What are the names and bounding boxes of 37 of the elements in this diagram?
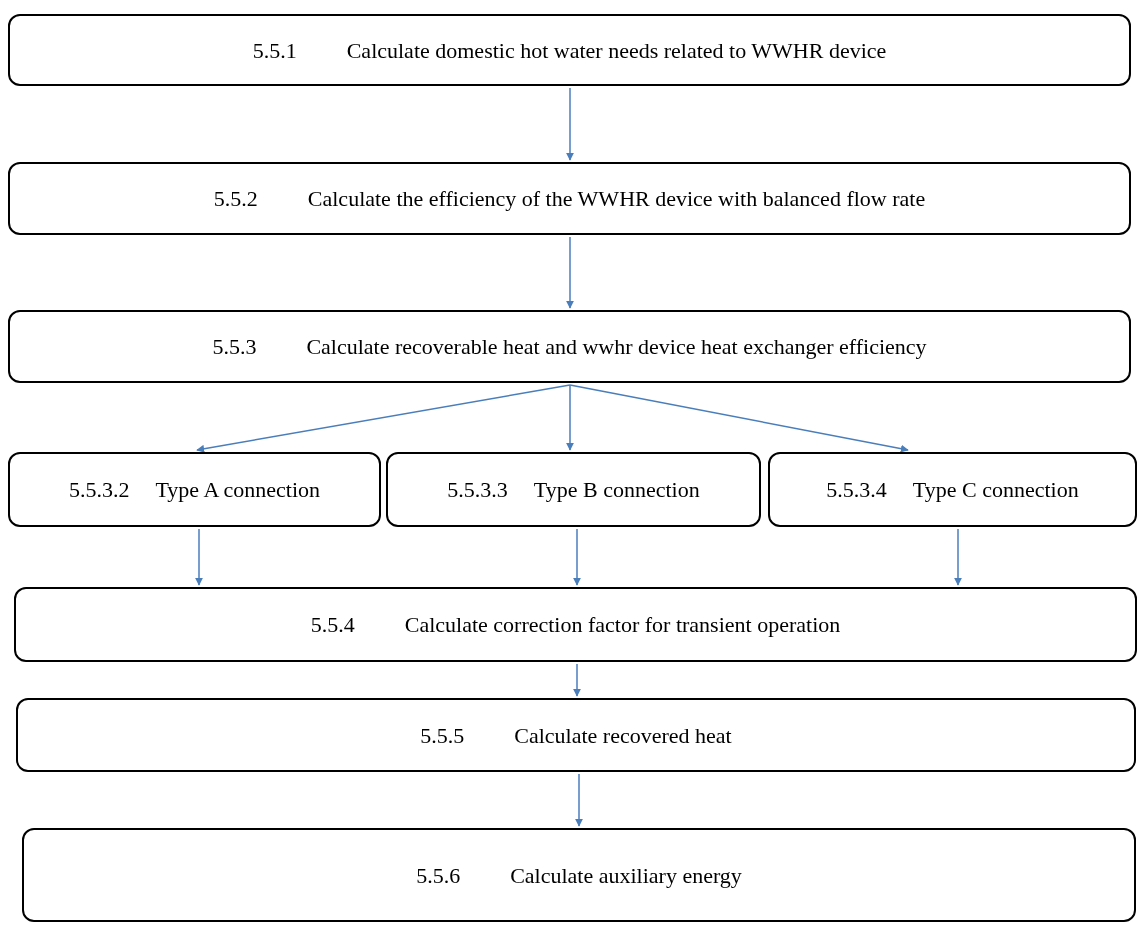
arrow xyxy=(566,87,574,161)
section-number: 5.5.3.4 xyxy=(826,476,887,504)
step-text: Type B connection xyxy=(533,476,700,504)
step-text: Calculate auxiliary energy xyxy=(510,861,742,890)
section-number: 5.5.2 xyxy=(213,185,258,213)
arrow xyxy=(196,384,571,453)
step-text: Calculate correction factor for transient operation xyxy=(404,611,841,639)
section-number: 5.5.3.2 xyxy=(68,476,130,504)
arrow xyxy=(569,384,909,453)
step-text: Calculate recoverable heat and wwhr device heat exchanger efficiency xyxy=(306,333,927,361)
step-text: Calculate the efficiency of the WWHR device with balanced flow rate xyxy=(307,185,926,213)
process-box xyxy=(22,828,1136,922)
arrow xyxy=(954,528,962,586)
section-number: 5.5.1 xyxy=(252,36,297,65)
process-box xyxy=(386,452,761,527)
process-box xyxy=(8,162,1131,235)
section-number: 5.5.6 xyxy=(416,861,461,890)
arrow xyxy=(566,236,574,309)
step-text: Calculate recovered heat xyxy=(514,721,732,750)
process-box xyxy=(8,310,1131,383)
section-number: 5.5.5 xyxy=(420,721,465,750)
step-text: Type A connection xyxy=(155,476,321,504)
process-box xyxy=(768,452,1137,527)
arrow xyxy=(573,528,581,586)
arrow xyxy=(195,528,203,586)
section-number: 5.5.3 xyxy=(212,333,257,361)
process-box xyxy=(14,587,1137,662)
section-number: 5.5.3.3 xyxy=(447,476,508,504)
process-box xyxy=(8,452,381,527)
step-text: Calculate domestic hot water needs related to WWHR device xyxy=(346,36,887,65)
process-box xyxy=(16,698,1136,772)
step-text: Type C connection xyxy=(912,476,1079,504)
arrow xyxy=(566,384,574,451)
arrow xyxy=(573,663,581,697)
process-box xyxy=(8,14,1131,86)
section-number: 5.5.4 xyxy=(310,611,355,639)
arrow xyxy=(575,773,583,827)
